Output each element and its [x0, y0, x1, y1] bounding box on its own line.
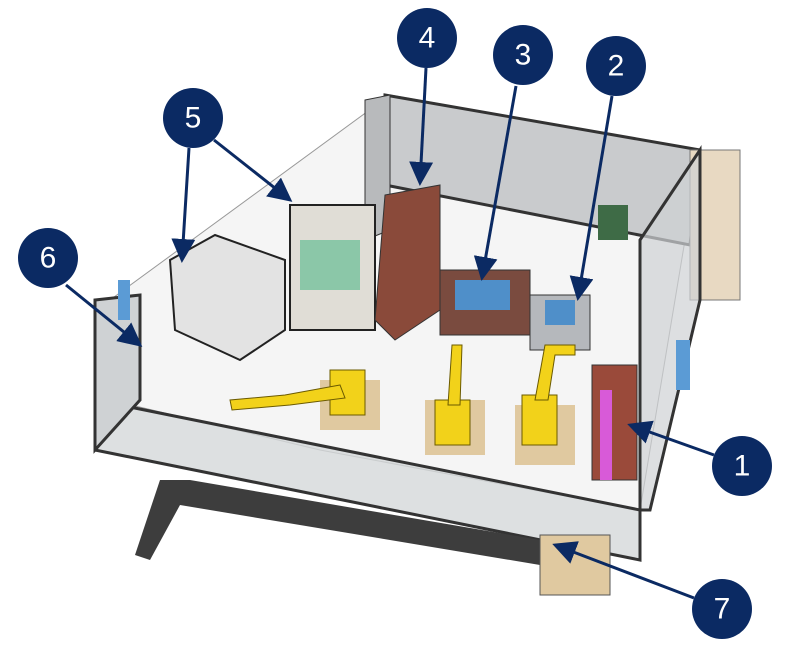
- green-cabinet: [598, 205, 628, 240]
- outfeed-conveyor: [135, 480, 540, 565]
- station-5a: [168, 233, 286, 362]
- blue-panel-right: [676, 340, 690, 390]
- callout-3-arrow: [473, 85, 518, 281]
- callout-5-arrow-b: [213, 138, 293, 202]
- station-3-fixture: [455, 280, 510, 310]
- callout-3: 3: [493, 25, 553, 85]
- blue-panel-left: [118, 280, 130, 320]
- robot-2-arm: [447, 344, 463, 406]
- svg-text:6: 6: [40, 242, 57, 275]
- svg-text:3: 3: [515, 39, 532, 72]
- callout-6: 6: [18, 228, 78, 288]
- station-4-rack: [374, 184, 441, 341]
- svg-text:1: 1: [734, 450, 751, 483]
- callout-1-arrow: [627, 420, 715, 457]
- callout-5-arrow-a: [171, 147, 196, 263]
- callout-7: 7: [692, 579, 752, 639]
- callout-7-arrow: [552, 541, 695, 600]
- right-wall: [638, 145, 702, 512]
- callout-2-arrow: [569, 95, 614, 301]
- station-2-fixture: [545, 300, 575, 325]
- callout-5: 5: [163, 88, 223, 148]
- svg-text:2: 2: [608, 50, 625, 83]
- pallet-stand: [539, 534, 611, 596]
- robot-2: [434, 399, 471, 446]
- callout-1: 1: [712, 436, 772, 496]
- robot-3: [521, 394, 558, 446]
- robot-3-arm: [534, 344, 576, 401]
- station-1: [591, 364, 638, 481]
- svg-text:5: 5: [185, 102, 202, 135]
- robot-1-arm: [229, 384, 346, 411]
- callout-6-arrow: [65, 283, 143, 347]
- callout-4-arrow: [409, 67, 434, 186]
- svg-text:7: 7: [714, 593, 731, 626]
- callout-2: 2: [586, 36, 646, 96]
- svg-text:4: 4: [419, 22, 436, 55]
- station-1-chute: [600, 390, 612, 480]
- callout-4: 4: [397, 8, 457, 68]
- station-5b-fixtures: [300, 240, 360, 290]
